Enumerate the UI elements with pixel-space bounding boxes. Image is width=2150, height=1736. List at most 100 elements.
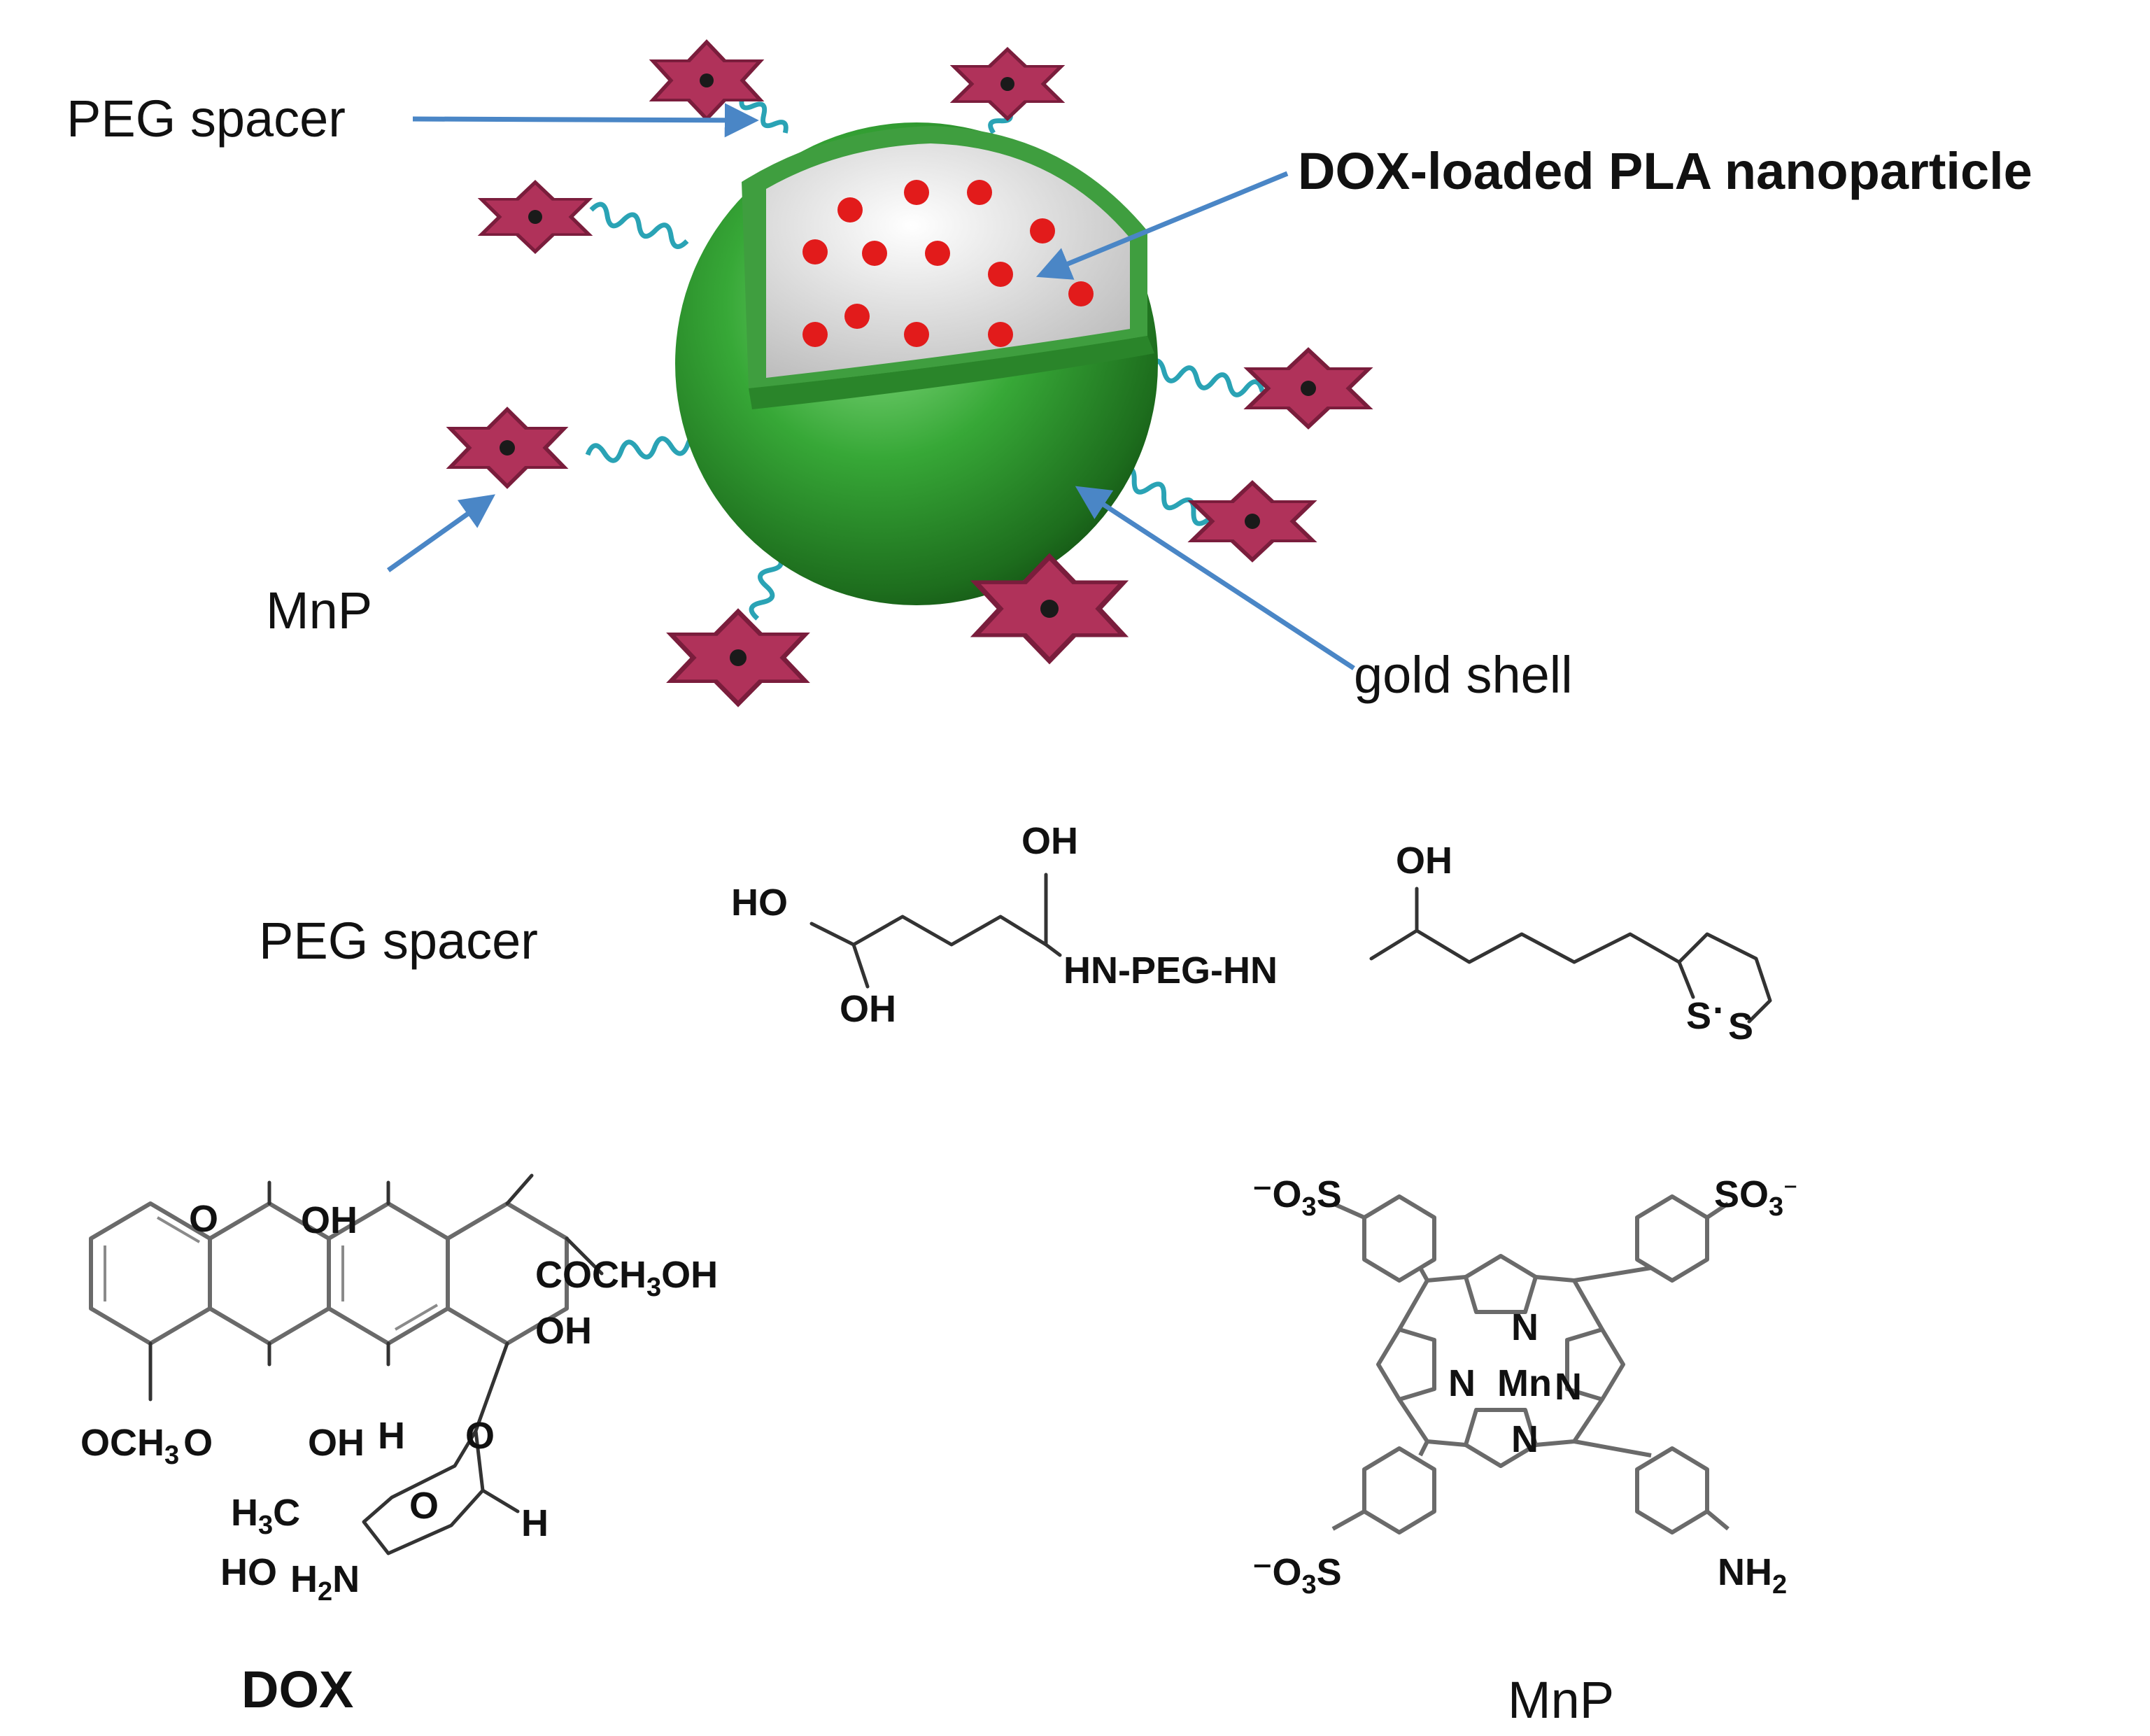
dox-ring-a-double (156, 1216, 201, 1243)
bond-nh2 (1706, 1509, 1730, 1531)
dox-oh-right: OH (535, 1310, 592, 1352)
mnp-star (949, 46, 1066, 122)
mnp-nh2: NH2 (1718, 1551, 1787, 1600)
label-peg-spacer-structure: PEG spacer (259, 912, 538, 970)
mnp-o3s-bl: ⁻O3S (1252, 1551, 1342, 1600)
dox-dot (904, 180, 929, 205)
porphyrin-pyrrole-top (1464, 1254, 1538, 1314)
label-dox: DOX (241, 1660, 353, 1719)
dox-h2n: H2N (290, 1558, 360, 1607)
porphyrin-bridge-tr (1535, 1275, 1604, 1331)
dox-h-bond (481, 1488, 520, 1513)
dox-ring-c-double (394, 1304, 439, 1331)
mnp-structure: ⁻O3S SO3⁻ ⁻O3S NH2 N N Mn N N MnP (1252, 1173, 1797, 1729)
dox-coch: COCH3OH (535, 1254, 718, 1302)
dox-dot (837, 197, 863, 223)
mnp-n-right: N (1555, 1366, 1582, 1408)
bond-so3-tl (1331, 1201, 1366, 1220)
dox-c-bond (505, 1173, 534, 1206)
dithiolane-ring (1677, 932, 1772, 1024)
mnp-star (1243, 347, 1373, 430)
dox-dot (988, 322, 1013, 347)
dithiolane-bond (1677, 960, 1695, 999)
dox-side-bond (565, 1236, 604, 1276)
bond-so3-bl (1331, 1509, 1366, 1531)
dox-dot (844, 304, 870, 329)
peg-ho: HO (731, 882, 788, 924)
mnp-so3-tr: SO3⁻ (1714, 1173, 1797, 1222)
peg-oh-top2: OH (1396, 840, 1452, 882)
mnp-n-top: N (1511, 1306, 1539, 1348)
dox-dot (925, 241, 950, 266)
mnp-star (446, 407, 569, 489)
dox-dot (967, 180, 992, 205)
label-peg-spacer-top: PEG spacer (66, 90, 346, 148)
dox-dot (988, 262, 1013, 287)
peg-s2: S (1728, 1005, 1753, 1047)
dox-o-sugar: O (409, 1485, 439, 1527)
nanoparticle: PEG spacer DOX-loaded PLA nanoparticle M… (66, 39, 2032, 707)
bond-so3-tr (1706, 1201, 1730, 1220)
peg-oh-bond-bottom (851, 943, 870, 989)
dox-dot (862, 241, 887, 266)
label-mnp-top: MnP (266, 581, 372, 640)
phenyl-tr (1635, 1194, 1709, 1283)
dox-dot (904, 322, 929, 347)
peg-linker: HN-PEG-HN (1063, 950, 1278, 992)
dox-h1: H (378, 1415, 405, 1457)
label-dox-nanoparticle: DOX-loaded PLA nanoparticle (1298, 142, 2032, 200)
dox-o-top: O (189, 1198, 218, 1240)
mnp-mn: Mn (1497, 1362, 1552, 1404)
dox-sugar-ring (362, 1429, 485, 1555)
dox-ho: HO (220, 1551, 277, 1593)
mnp-star (477, 179, 593, 255)
dox-dot (1030, 218, 1055, 244)
mnp-o3s-tl: ⁻O3S (1252, 1173, 1342, 1222)
mnp-n-bottom: N (1511, 1418, 1539, 1460)
dox-dot (1068, 281, 1094, 306)
mnp-n-left: N (1448, 1362, 1476, 1404)
label-gold-shell: gold shell (1354, 646, 1573, 704)
peg-right-chain (1369, 929, 1681, 964)
phenyl-br (1635, 1446, 1709, 1534)
peg-left-chain (809, 915, 1062, 957)
dox-dot (802, 322, 828, 347)
bond-bl (1418, 1440, 1429, 1457)
phenyl-bl (1362, 1446, 1436, 1534)
bond-tl (1418, 1266, 1429, 1282)
label-mnp: MnP (1508, 1671, 1614, 1729)
lower-shell-edge (749, 336, 1154, 409)
arrow-dox-nanoparticle (1035, 171, 1289, 280)
dox-ring-o-bond (474, 1341, 509, 1433)
phenyl-tl (1362, 1194, 1436, 1283)
spring-left-top (589, 202, 689, 249)
peg-s1: S (1686, 995, 1711, 1037)
dox-oh-bottom: OH (308, 1422, 365, 1464)
dox-o-ring: O (465, 1415, 495, 1457)
dox-dot (802, 239, 828, 264)
peg-oh-top1: OH (1021, 820, 1078, 862)
porphyrin-bridge-tl (1397, 1275, 1466, 1331)
mnp-star (970, 553, 1129, 665)
dox-h2: H (521, 1502, 549, 1544)
mnp-star (1187, 480, 1317, 563)
peg-dot: · (1713, 989, 1725, 1031)
peg-spacer-structure: PEG spacer HO OH OH HN-PEG-HN OH S · S (259, 820, 1772, 1047)
dox-h3c: H3C (231, 1492, 300, 1540)
spring-left-bottom (585, 432, 707, 463)
peg-oh-bottom: OH (840, 988, 896, 1030)
arrow-mnp (386, 494, 495, 572)
bond-br (1573, 1439, 1652, 1458)
spring-right-bottom (1117, 465, 1226, 528)
porphyrin-pyrrole-right (1565, 1327, 1625, 1402)
arrow-peg-spacer (412, 103, 759, 138)
dox-oh-top: OH (301, 1199, 358, 1241)
porphyrin-pyrrole-left (1376, 1327, 1436, 1402)
bond-tr (1573, 1266, 1652, 1283)
spring-right-top (1145, 358, 1265, 397)
mnp-star (666, 608, 810, 707)
porphyrin-pyrrole-bottom (1464, 1408, 1538, 1468)
